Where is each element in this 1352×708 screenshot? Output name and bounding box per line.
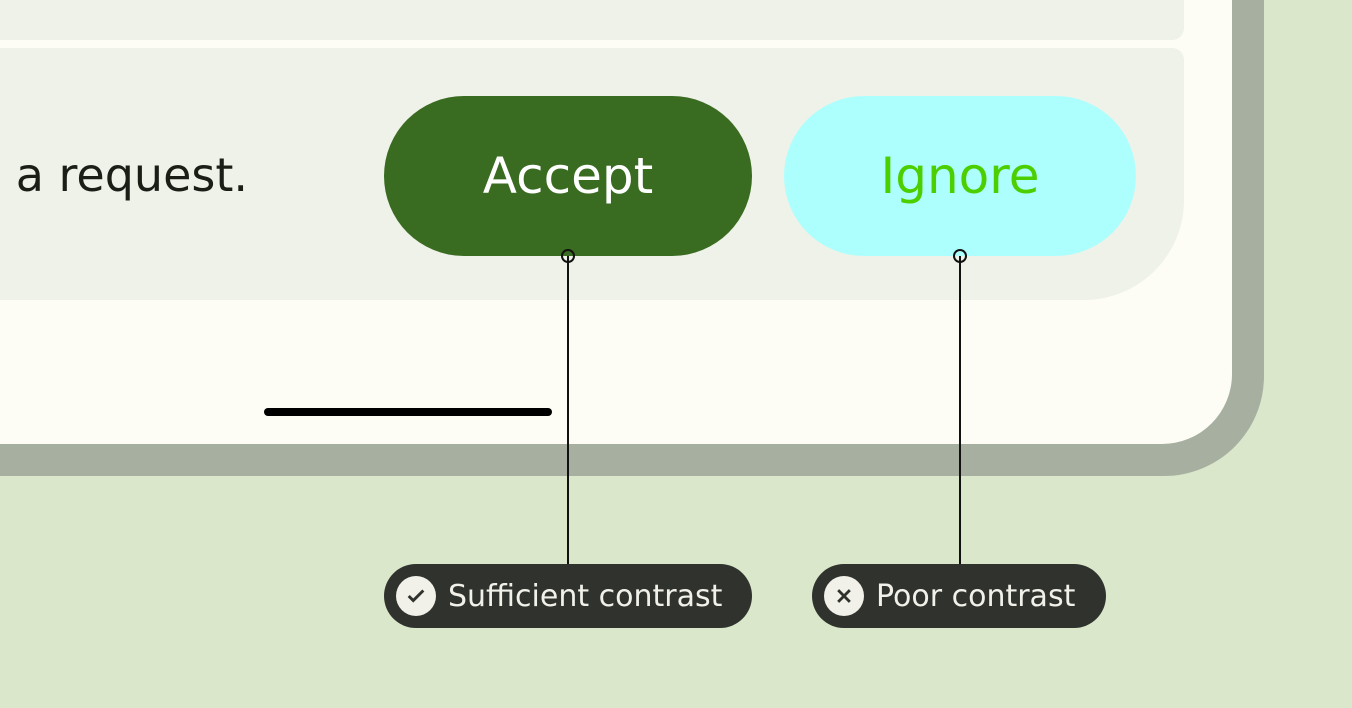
chip-label: Poor contrast [876, 578, 1076, 614]
sufficient-contrast-chip: Sufficient contrast [384, 564, 752, 628]
request-message: a request. [15, 148, 248, 202]
ignore-button[interactable]: Ignore [784, 96, 1136, 256]
top-card [0, 0, 1184, 40]
annotation-dot-ignore [953, 249, 967, 263]
annotation-line-accept [567, 256, 569, 564]
accept-button[interactable]: Accept [384, 96, 752, 256]
home-indicator [264, 408, 552, 416]
poor-contrast-chip: Poor contrast [812, 564, 1106, 628]
x-circle-icon [824, 576, 864, 616]
annotation-line-ignore [959, 256, 961, 564]
annotation-dot-accept [561, 249, 575, 263]
chip-label: Sufficient contrast [448, 578, 723, 614]
check-circle-icon [396, 576, 436, 616]
